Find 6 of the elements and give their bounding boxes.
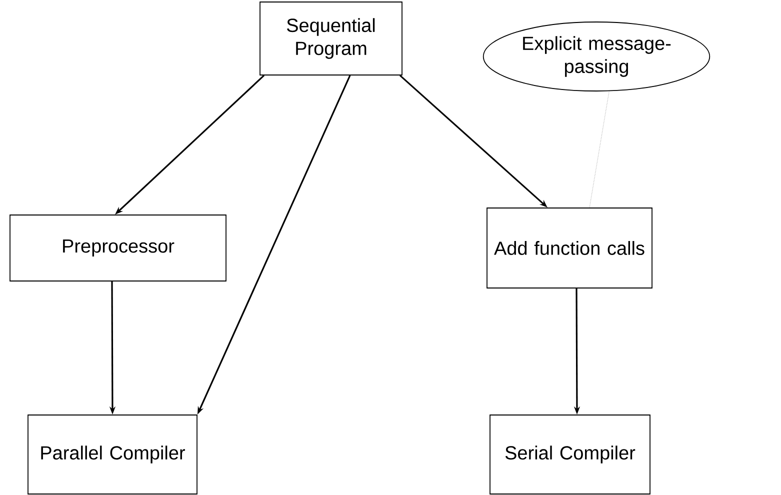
process-box: Parallel Compiler bbox=[28, 414, 198, 494]
leader-line bbox=[589, 90, 610, 208]
process-box: Preprocessor bbox=[10, 214, 226, 282]
process-box: Serial Compiler bbox=[490, 414, 650, 494]
process-box: Sequential Program bbox=[260, 2, 402, 76]
process-box: Add function calls bbox=[486, 208, 652, 288]
